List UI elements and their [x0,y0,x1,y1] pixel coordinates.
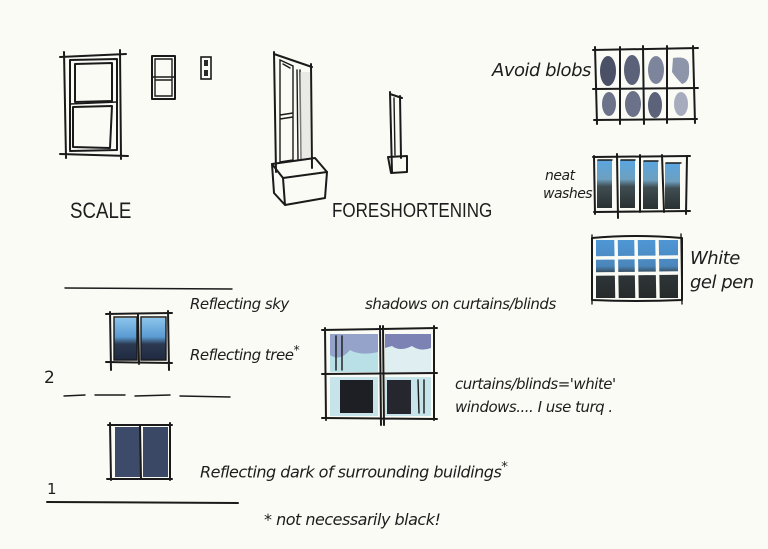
curtain-window [321,325,438,426]
label-avoid-blobs: Avoid blobs [492,60,591,81]
label-reflecting-sky: Reflecting sky [190,295,289,313]
label-reflecting-dark: Reflecting dark of surrounding buildings… [200,460,508,482]
foreshortened-window-narrow [387,91,408,174]
section-divider-bottom [46,501,239,504]
label-reflecting-tree: Reflecting tree* [190,342,300,364]
asterisk: * [501,460,508,475]
label-scale: SCALE [70,198,132,223]
asterisk: * [293,342,300,357]
label-not-necessarily-black: * not necessarily black! [264,510,441,529]
neat-washes-window [592,153,691,219]
scale-window-large [59,49,129,160]
label-curtains-line1: curtains/blinds='white' [455,375,616,393]
label-neat: neat [545,168,575,184]
label-white: White [690,248,740,269]
reflecting-sky-window [105,310,173,371]
section-number-1: 1 [47,480,57,498]
scale-window-small [200,56,212,80]
foreshortened-window-wide [271,51,328,206]
gel-pen-window [591,233,683,305]
label-shadows-on-curtains: shadows on curtains/blinds [365,295,556,313]
blob-window [592,45,699,125]
section-divider-dashed [63,394,231,398]
label-curtains-line2: windows.... I use turq . [455,398,613,416]
dark-reflection-window [106,422,173,481]
scale-window-medium [151,55,176,100]
section-divider-top [64,287,233,290]
label-reflecting-tree-text: Reflecting tree [190,346,294,364]
label-reflecting-dark-text: Reflecting dark of surrounding buildings [200,462,502,482]
label-washes: washes [543,186,593,202]
label-foreshortening: FORESHORTENING [332,200,493,222]
label-gel-pen: gel pen [690,272,754,293]
section-number-2: 2 [44,368,55,388]
